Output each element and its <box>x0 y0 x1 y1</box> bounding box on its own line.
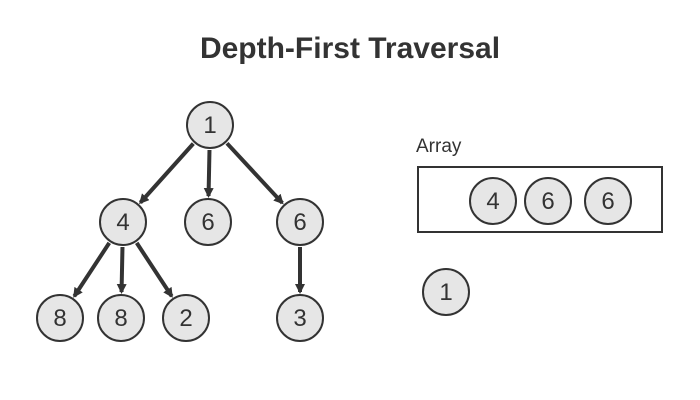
tree-node: 6 <box>184 198 232 246</box>
array-item: 6 <box>524 177 572 225</box>
edge-arrow <box>116 246 127 295</box>
tree-node-circle <box>162 294 210 342</box>
array-label: Array <box>416 136 462 157</box>
tree-node: 8 <box>97 294 145 342</box>
array-item: 6 <box>584 177 632 225</box>
tree-node: 2 <box>162 294 210 342</box>
tree-nodes: 1 4 6 6 8 8 2 3 <box>36 101 324 342</box>
array-item-label: 6 <box>541 188 554 215</box>
array-item-circle <box>469 177 517 225</box>
tree-node-label: 3 <box>293 305 306 332</box>
current-node-group: 1 <box>422 268 470 316</box>
tree-node: 6 <box>276 198 324 246</box>
tree-node-circle <box>276 198 324 246</box>
tree-node-label: 4 <box>116 209 129 236</box>
array-item-circle <box>524 177 572 225</box>
tree-node: 1 <box>186 101 234 149</box>
tree-node-circle <box>99 198 147 246</box>
tree-node-label: 8 <box>114 305 127 332</box>
diagram-title: Depth-First Traversal <box>200 32 500 65</box>
current-node: 1 <box>422 268 470 316</box>
tree-node-circle <box>276 294 324 342</box>
tree-node-circle <box>184 198 232 246</box>
tree-node-label: 1 <box>203 112 216 139</box>
array-items: 4 6 6 <box>469 177 632 225</box>
tree-node-circle <box>36 294 84 342</box>
tree-node-label: 6 <box>293 209 306 236</box>
edge-arrow <box>135 241 174 298</box>
array-box <box>417 166 663 233</box>
edge-arrow <box>225 141 284 205</box>
tree-node: 8 <box>36 294 84 342</box>
edge-arrow <box>72 241 111 298</box>
tree-node-circle <box>97 294 145 342</box>
current-node-label: 1 <box>439 279 452 306</box>
tree-node: 4 <box>99 198 147 246</box>
tree-node-label: 8 <box>53 305 66 332</box>
array-item: 4 <box>469 177 517 225</box>
tree-node: 3 <box>276 294 324 342</box>
current-node-circle <box>422 268 470 316</box>
edge-arrow <box>203 149 214 199</box>
array-item-label: 4 <box>486 188 499 215</box>
tree-node-label: 6 <box>201 209 214 236</box>
array-item-label: 6 <box>601 188 614 215</box>
tree-node-circle <box>186 101 234 149</box>
array-item-circle <box>584 177 632 225</box>
edge-arrow <box>138 142 195 205</box>
tree-node-label: 2 <box>179 305 192 332</box>
tree-edges <box>72 141 305 298</box>
